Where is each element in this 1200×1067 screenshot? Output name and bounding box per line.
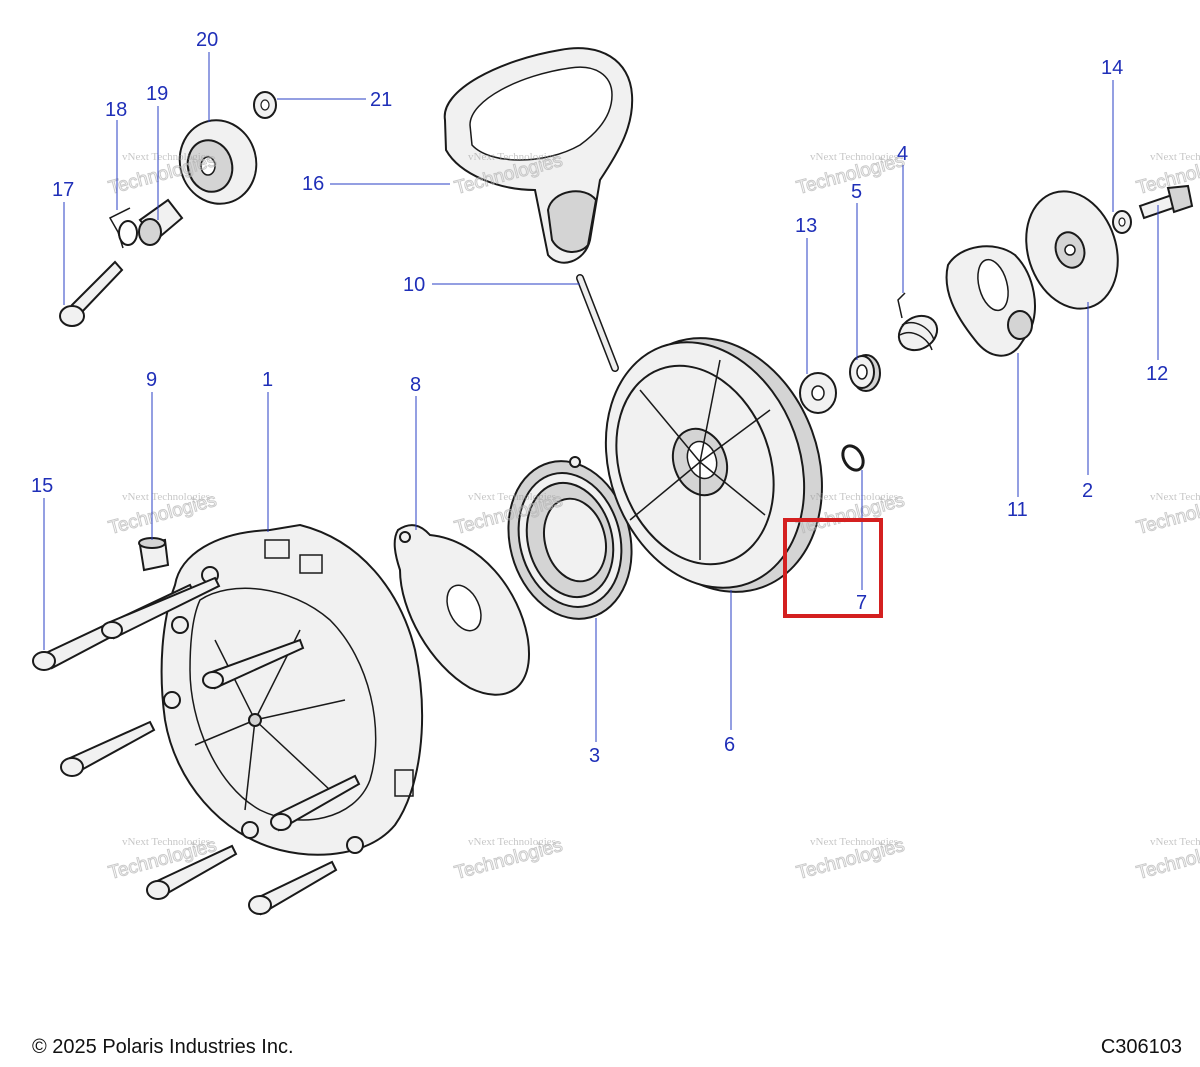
callout-11: 11 xyxy=(1007,499,1028,521)
callout-21: 21 xyxy=(370,89,392,111)
callout-1: 1 xyxy=(262,369,273,391)
part-housing-cover xyxy=(160,523,423,856)
leader-lines xyxy=(43,52,1159,742)
watermark-text: vNext Technologies xyxy=(1150,836,1200,848)
callout-10: 10 xyxy=(403,274,425,296)
callout-12: 12 xyxy=(1146,363,1168,385)
callout-15: 15 xyxy=(31,475,53,497)
part-pawl-spring xyxy=(897,292,939,352)
callout-8: 8 xyxy=(410,374,421,396)
watermark-text: vNext Technologies xyxy=(468,151,556,163)
part-gasket-plate xyxy=(393,524,530,696)
part-retainer-ring xyxy=(841,444,865,472)
callout-13: 13 xyxy=(795,215,817,237)
callout-labels: 1 2 3 4 5 6 7 8 9 10 11 12 13 14 15 16 1… xyxy=(31,29,1168,767)
callout-3: 3 xyxy=(589,745,600,767)
watermark-text: vNext Technologies xyxy=(810,491,898,503)
part-retainer-plate xyxy=(1025,190,1119,310)
part-bearing xyxy=(849,354,881,392)
callout-9: 9 xyxy=(146,369,157,391)
part-plug xyxy=(138,537,170,572)
callout-17: 17 xyxy=(52,179,74,201)
copyright-text: © 2025 Polaris Industries Inc. xyxy=(32,1036,294,1058)
figure-code: C306103 xyxy=(1100,1036,1182,1058)
part-rope xyxy=(576,274,619,372)
callout-19: 19 xyxy=(146,83,168,105)
part-recoil-spring xyxy=(507,456,633,620)
callout-4: 4 xyxy=(897,143,908,165)
part-lock-washer xyxy=(1112,210,1132,234)
callout-16: 16 xyxy=(302,173,324,195)
part-ratchet xyxy=(945,245,1036,357)
watermark-text: vNext Technologies xyxy=(122,151,210,163)
watermark-text: vNext Technologies xyxy=(810,151,898,163)
part-hardware-group xyxy=(59,91,277,327)
callout-14: 14 xyxy=(1101,57,1123,79)
part-washer xyxy=(799,372,837,414)
part-starter-handle xyxy=(443,47,634,264)
part-pulley xyxy=(604,337,823,593)
callout-20: 20 xyxy=(196,29,218,51)
watermark-text: vNext Technologies xyxy=(1150,491,1200,503)
callout-7: 7 xyxy=(856,592,867,614)
watermark-text: vNext Technologies xyxy=(810,836,898,848)
callout-6: 6 xyxy=(724,734,735,756)
part-bolts xyxy=(32,576,361,916)
watermark-text: vNext Technologies xyxy=(122,491,210,503)
highlight-box xyxy=(783,518,883,618)
callout-18: 18 xyxy=(105,99,127,121)
watermark-text: vNext Technologies xyxy=(468,491,556,503)
watermark-text: vNext Technologies xyxy=(122,836,210,848)
watermark-text: vNext Technologies xyxy=(1150,151,1200,163)
watermark-text: vNext Technologies xyxy=(468,836,556,848)
callout-5: 5 xyxy=(851,181,862,203)
callout-2: 2 xyxy=(1082,480,1093,502)
